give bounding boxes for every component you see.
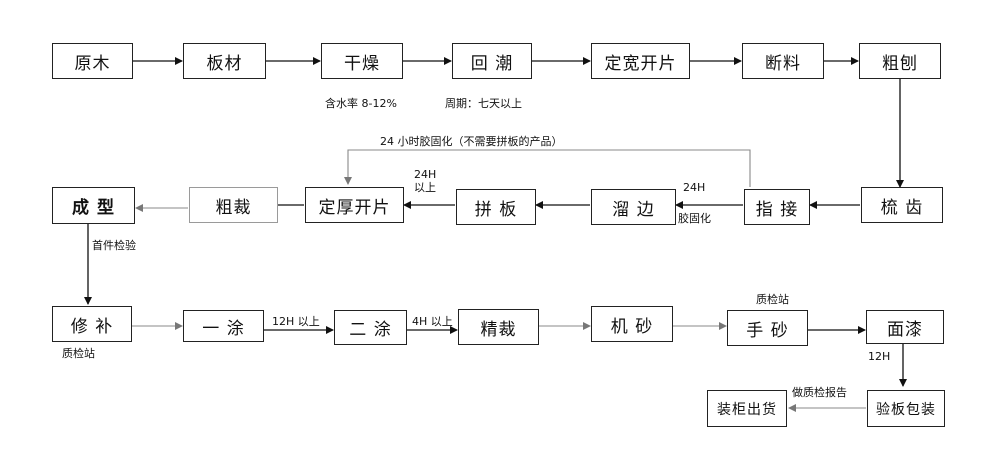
note-bypass-cure: 24 小时胶固化（不需要拼板的产品） — [380, 135, 563, 148]
step-topcoat: 面漆 — [866, 310, 944, 344]
step-repair: 修 补 — [52, 306, 132, 342]
note-24h-top: 24H — [683, 181, 706, 194]
step-thickness-ripping: 定厚开片 — [305, 187, 404, 223]
note-12h: 12H — [868, 350, 891, 363]
step-cut-to-length: 断料 — [742, 43, 824, 79]
step-edge-trimming: 溜 边 — [591, 189, 676, 225]
step-inspection-packing: 验板包装 — [867, 390, 945, 427]
step-finger-jointing: 指 接 — [744, 189, 810, 225]
note-moisture-content: 含水率 8-12% — [325, 97, 397, 110]
step-panel-gluing: 拼 板 — [456, 189, 536, 225]
note-quality-report: 做质检报告 — [792, 386, 847, 399]
note-cycle: 周期：七天以上 — [445, 97, 522, 110]
step-fine-cutting: 精裁 — [458, 309, 539, 345]
step-board: 板材 — [183, 43, 266, 79]
step-finger-joint-teeth: 梳 齿 — [861, 187, 943, 223]
note-4h-above: 4H 以上 — [412, 315, 453, 328]
note-12h-above: 12H 以上 — [272, 315, 320, 328]
note-24h-above-line1: 24H — [414, 168, 437, 181]
step-container-shipping: 装柜出货 — [707, 390, 787, 427]
note-qc-station-left: 质检站 — [62, 347, 95, 360]
note-first-inspection: 首件检验 — [92, 239, 136, 252]
step-hand-sanding: 手 砂 — [727, 310, 808, 346]
step-machine-sanding: 机 砂 — [591, 306, 673, 342]
step-forming: 成 型 — [52, 187, 135, 224]
step-log: 原木 — [52, 43, 133, 79]
edge-bypass — [344, 149, 751, 187]
step-rough-planing: 粗刨 — [859, 43, 941, 79]
step-moisture-return: 回 潮 — [452, 43, 532, 79]
step-rough-cutting: 粗裁 — [189, 187, 278, 223]
note-24h-above-line2: 以上 — [414, 181, 436, 194]
note-glue-cure: 胶固化 — [678, 212, 711, 225]
step-drying: 干燥 — [321, 43, 403, 79]
note-qc-station-right: 质检站 — [756, 293, 789, 306]
step-width-ripping: 定宽开片 — [591, 43, 690, 79]
step-first-coat: 一 涂 — [183, 310, 264, 342]
step-second-coat: 二 涂 — [334, 310, 407, 345]
